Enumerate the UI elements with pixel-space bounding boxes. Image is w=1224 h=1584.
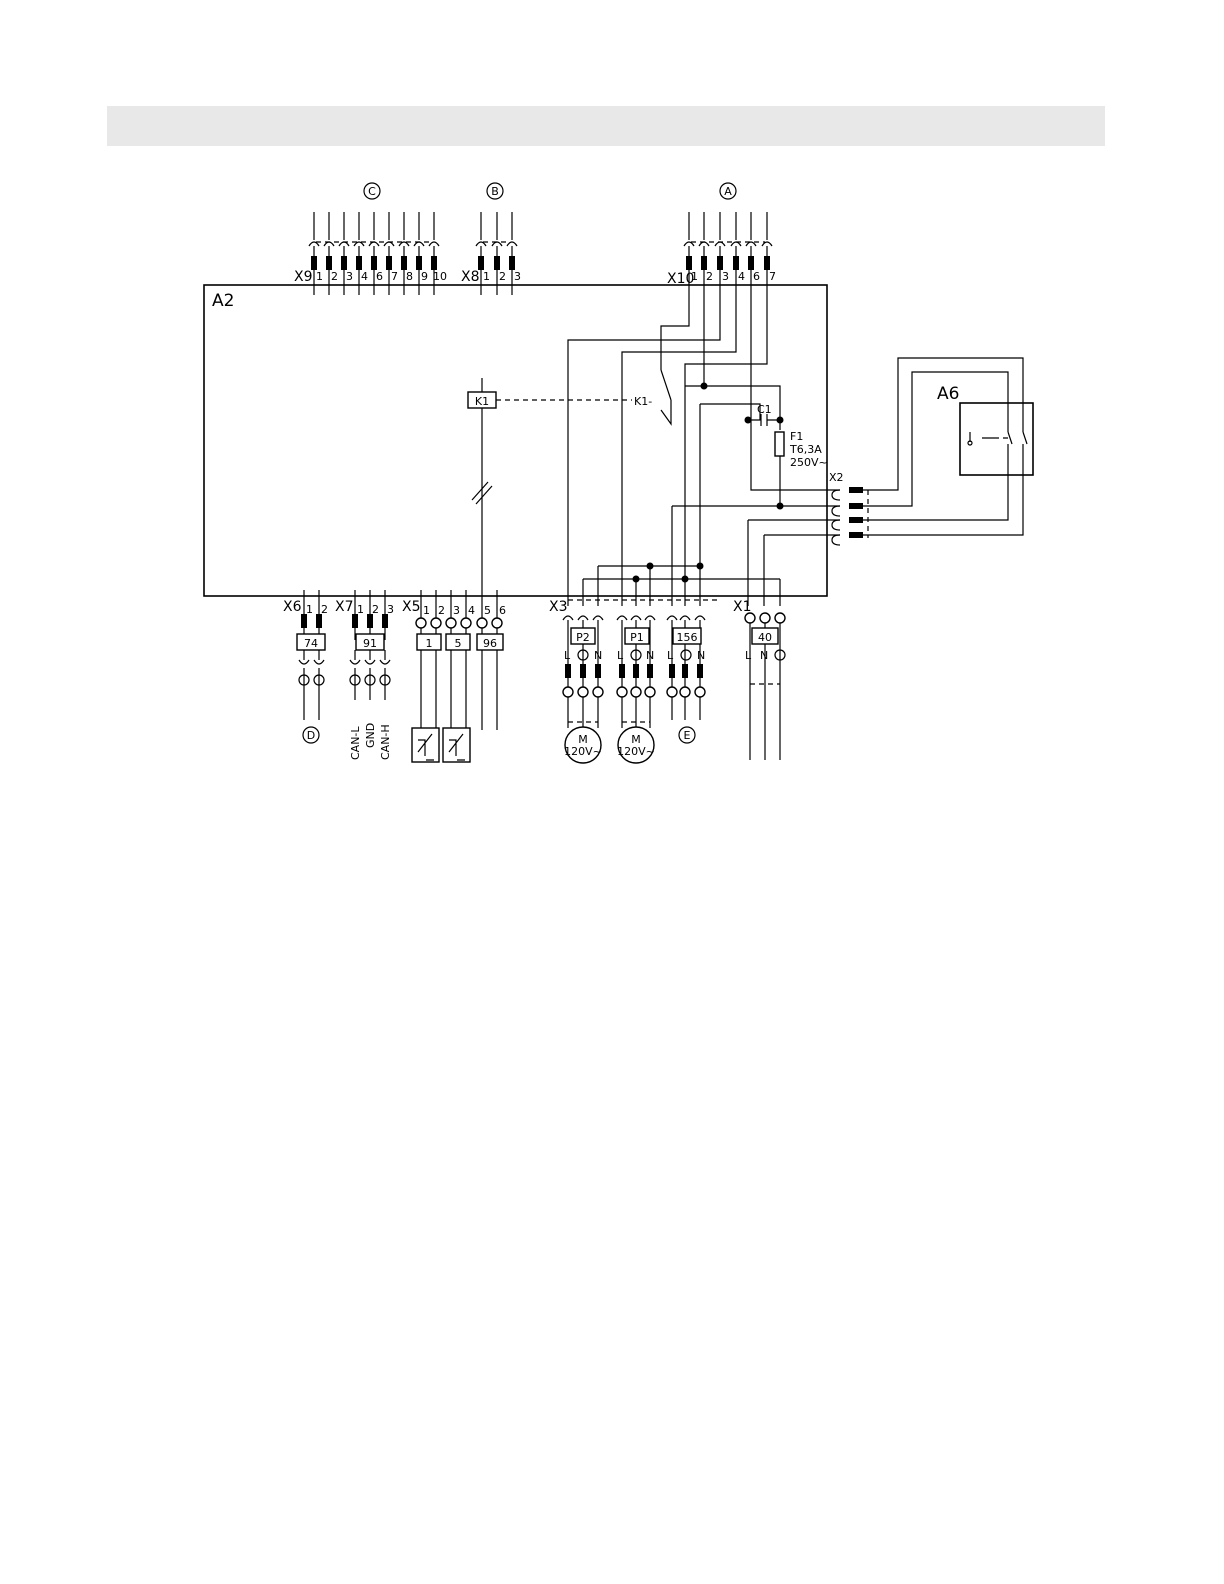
svg-text:P2: P2 <box>576 631 590 644</box>
fuse-f1: F1 T6,3A 250V~ <box>775 430 828 469</box>
svg-text:L: L <box>667 649 674 662</box>
internal-wiring <box>568 246 840 606</box>
svg-text:1: 1 <box>357 603 364 616</box>
svg-text:X7: X7 <box>335 599 354 615</box>
svg-text:2: 2 <box>499 270 506 283</box>
svg-text:1: 1 <box>316 270 323 283</box>
can-low-label: CAN-L <box>349 726 362 760</box>
svg-text:2: 2 <box>706 270 713 283</box>
svg-text:T6,3A: T6,3A <box>789 443 822 456</box>
svg-text:X8: X8 <box>461 269 480 285</box>
svg-text:K1: K1 <box>475 395 489 408</box>
svg-text:2: 2 <box>438 604 445 617</box>
svg-text:10: 10 <box>433 270 447 283</box>
can-gnd-label: GND <box>364 723 377 748</box>
svg-text:2: 2 <box>372 603 379 616</box>
svg-text:6: 6 <box>753 270 760 283</box>
svg-text:8: 8 <box>406 270 413 283</box>
svg-text:74: 74 <box>304 637 318 650</box>
svg-text:5: 5 <box>484 604 491 617</box>
connector-x7: X7 1 2 3 91 CAN-L GND CAN-H <box>335 590 394 760</box>
svg-text:91: 91 <box>363 637 377 650</box>
svg-text:120V~: 120V~ <box>564 745 602 758</box>
svg-text:96: 96 <box>483 637 497 650</box>
svg-text:1: 1 <box>306 603 313 616</box>
svg-text:A6: A6 <box>937 384 959 404</box>
svg-text:2: 2 <box>331 270 338 283</box>
svg-text:B: B <box>491 185 499 198</box>
svg-text:7: 7 <box>769 270 776 283</box>
svg-text:X6: X6 <box>283 599 302 615</box>
svg-text:250V~: 250V~ <box>790 456 828 469</box>
svg-text:C: C <box>368 185 376 198</box>
svg-text:L: L <box>745 649 752 662</box>
callout-c: C <box>364 183 380 199</box>
x9-wires <box>309 212 439 295</box>
svg-text:F1: F1 <box>790 430 803 443</box>
svg-text:X3: X3 <box>549 599 568 615</box>
svg-text:X9: X9 <box>294 269 313 285</box>
svg-text:D: D <box>307 729 315 742</box>
svg-text:N: N <box>760 649 768 662</box>
svg-text:9: 9 <box>421 270 428 283</box>
module-a2-label: A2 <box>212 291 234 311</box>
svg-text:6: 6 <box>499 604 506 617</box>
svg-text:N: N <box>594 649 602 662</box>
svg-text:A: A <box>724 185 732 198</box>
sensor-icon <box>412 728 439 762</box>
callout-b: B <box>487 183 503 199</box>
motor-pump-p1: M 120V~ <box>617 727 655 763</box>
svg-text:E: E <box>684 729 691 742</box>
svg-text:4: 4 <box>361 270 368 283</box>
connector-x2: X2 <box>829 471 868 545</box>
capacitor-c1: C1 <box>748 403 780 426</box>
svg-text:5: 5 <box>455 637 462 650</box>
svg-text:1: 1 <box>423 604 430 617</box>
svg-text:1: 1 <box>483 270 490 283</box>
relay-k1: K1 K1- <box>468 378 652 590</box>
svg-text:1: 1 <box>691 270 698 283</box>
svg-text:L: L <box>617 649 624 662</box>
svg-text:2: 2 <box>321 603 328 616</box>
svg-text:L: L <box>564 649 571 662</box>
svg-text:C1: C1 <box>757 403 772 416</box>
motor-pump-p2: M 120V~ <box>564 727 602 763</box>
can-high-label: CAN-H <box>379 724 392 760</box>
svg-text:N: N <box>697 649 705 662</box>
svg-text:4: 4 <box>468 604 475 617</box>
connector-x9: X9 1 2 3 4 6 7 8 9 10 <box>294 212 447 295</box>
connector-x10: X10 1 2 3 4 6 7 <box>667 212 776 287</box>
connector-x8: X8 1 2 3 <box>461 212 521 295</box>
svg-text:1: 1 <box>426 637 433 650</box>
callout-a: A <box>720 183 736 199</box>
svg-text:156: 156 <box>677 631 698 644</box>
svg-text:4: 4 <box>738 270 745 283</box>
svg-text:X5: X5 <box>402 599 421 615</box>
module-a2-box <box>204 285 827 596</box>
svg-text:6: 6 <box>376 270 383 283</box>
svg-text:40: 40 <box>758 631 772 644</box>
svg-text:X2: X2 <box>829 471 844 484</box>
svg-text:3: 3 <box>387 603 394 616</box>
connector-x5: X5 1 2 3 4 5 6 1 5 96 <box>402 590 506 762</box>
svg-text:K1-: K1- <box>634 395 652 408</box>
svg-text:7: 7 <box>391 270 398 283</box>
sensor-icon <box>443 728 470 762</box>
svg-text:3: 3 <box>514 270 521 283</box>
svg-text:3: 3 <box>346 270 353 283</box>
svg-text:N: N <box>646 649 654 662</box>
remote-a6: A6 <box>863 358 1033 535</box>
svg-text:120V~: 120V~ <box>617 745 655 758</box>
svg-text:P1: P1 <box>630 631 644 644</box>
svg-text:3: 3 <box>722 270 729 283</box>
svg-text:3: 3 <box>453 604 460 617</box>
